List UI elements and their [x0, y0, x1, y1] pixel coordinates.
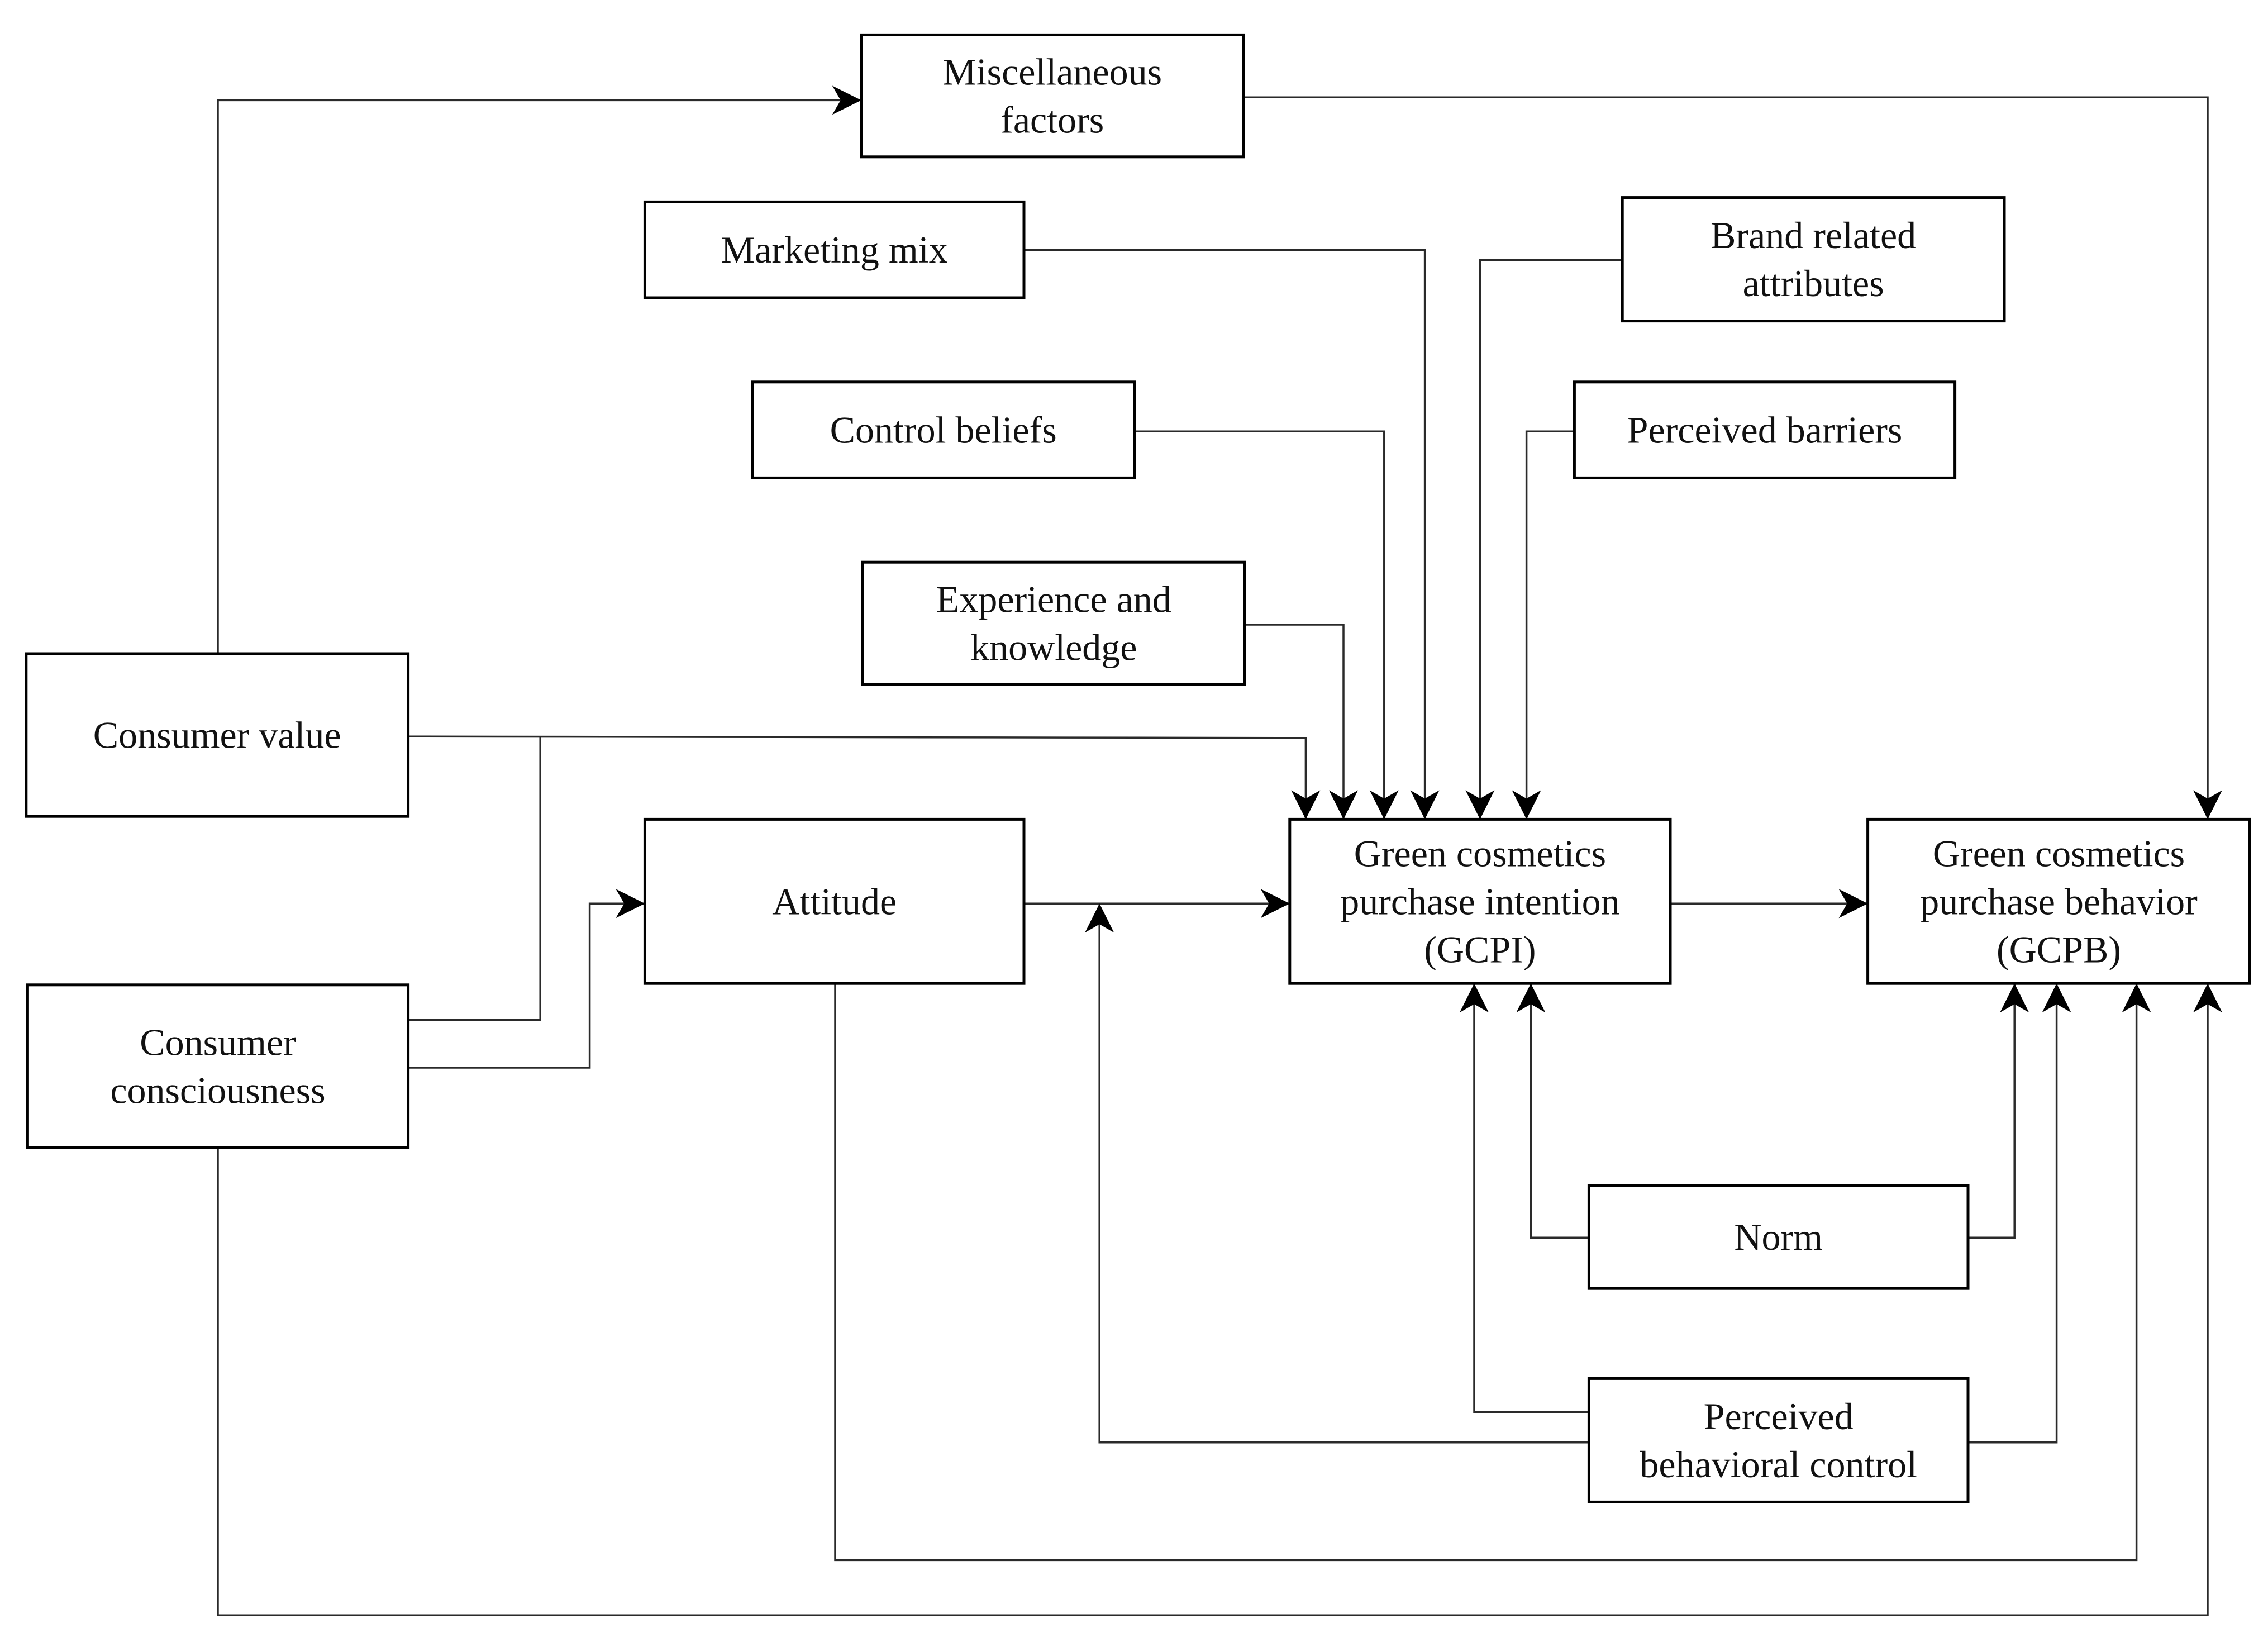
node-perceived-barriers: Perceived barriers: [1573, 380, 1957, 479]
edges-layer: [217, 85, 2222, 1616]
edge-experience-knowledge-to-gcpi: [1245, 624, 1358, 820]
node-box: [25, 652, 410, 818]
node-label-line: consciousness: [110, 1069, 325, 1111]
node-label-line: (GCPI): [1424, 928, 1536, 970]
node-box: [1587, 1377, 1970, 1503]
node-gcpb: Green cosmetics purchase behavior (GCPB): [1866, 817, 2251, 985]
edge-marketing-mix-to-gcpi: [1024, 249, 1440, 820]
node-marketing-mix: Marketing mix: [643, 200, 1026, 299]
node-gcpi: Green cosmetics purchase intention (GCPI): [1288, 817, 1672, 985]
node-norm: Norm: [1587, 1184, 1970, 1290]
node-box: [1866, 817, 2251, 985]
node-label-line: Perceived barriers: [1627, 409, 1903, 451]
node-label-line: Marketing mix: [721, 229, 948, 271]
node-label-line: purchase behavior: [1920, 880, 2198, 922]
edge-brand-attributes-to-gcpi: [1465, 259, 1623, 820]
node-miscellaneous: Miscellaneous factors: [860, 33, 1245, 159]
node-label-line: Green cosmetics: [1933, 832, 2185, 874]
node-box: [860, 33, 1245, 159]
node-label-line: Norm: [1734, 1216, 1823, 1258]
edge-norm-to-gcpb: [1968, 983, 2029, 1239]
edge-consumer-consciousness-to-gcpb: [217, 983, 2222, 1616]
node-box: [643, 817, 1026, 985]
edge-consumer-consciousness-to-gcpi: [408, 736, 541, 1021]
node-box: [861, 560, 1246, 686]
node-label-line: Control beliefs: [830, 409, 1057, 451]
node-label-line: attributes: [1743, 262, 1884, 304]
node-label-line: Brand related: [1710, 214, 1916, 256]
node-label-line: Green cosmetics: [1354, 832, 1606, 874]
node-label-line: factors: [1000, 99, 1104, 141]
node-consumer-consciousness: Consumer consciousness: [26, 983, 410, 1149]
node-box: [1587, 1184, 1970, 1290]
node-label-line: purchase intention: [1340, 880, 1619, 922]
edge-pbc-to-gcpb: [1968, 983, 2071, 1444]
node-box: [1621, 196, 2006, 323]
edge-consumer-consciousness-to-attitude: [408, 889, 645, 1069]
node-label-line: Consumer: [140, 1021, 296, 1063]
edge-control-beliefs-to-gcpi: [1134, 430, 1399, 820]
edge-norm-to-gcpi: [1516, 983, 1589, 1239]
node-pbc: Perceived behavioral control: [1587, 1377, 1970, 1503]
node-box: [1288, 817, 1672, 985]
node-label-line: behavioral control: [1640, 1443, 1917, 1486]
node-box: [643, 200, 1026, 299]
node-label-line: Attitude: [772, 880, 897, 922]
node-experience-knowledge: Experience and knowledge: [861, 560, 1246, 686]
edge-perceived-barriers-to-gcpi: [1512, 430, 1575, 820]
edge-attitude-to-gcpb: [834, 983, 2151, 1562]
node-label-line: Miscellaneous: [942, 51, 1162, 93]
node-label-line: knowledge: [970, 626, 1137, 668]
node-brand-attributes: Brand related attributes: [1621, 196, 2006, 323]
edge-pbc-to-attitude-gcpi-link: [1085, 903, 1589, 1444]
node-control-beliefs: Control beliefs: [751, 380, 1136, 479]
edge-consumer-value-to-miscellaneous: [217, 85, 861, 654]
edge-consumer-value-to-gcpi: [408, 735, 1321, 820]
edge-miscellaneous-to-gcpb: [1243, 96, 2222, 820]
node-box: [1573, 380, 1957, 479]
node-label-line: Perceived: [1704, 1395, 1854, 1438]
node-consumer-value: Consumer value: [25, 652, 410, 818]
node-box: [26, 983, 410, 1149]
node-label-line: (GCPB): [1997, 928, 2121, 970]
node-box: [751, 380, 1136, 479]
node-attitude: Attitude: [643, 817, 1026, 985]
edge-pbc-to-gcpi: [1460, 983, 1589, 1413]
node-label-line: Experience and: [936, 578, 1171, 620]
node-label-line: Consumer value: [93, 714, 341, 756]
